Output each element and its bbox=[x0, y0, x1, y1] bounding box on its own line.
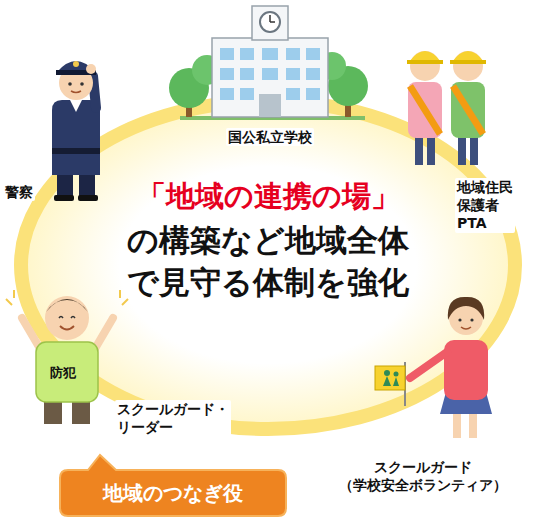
emphasis-text: 「地域の連携の場」 bbox=[137, 177, 400, 216]
police-illustration bbox=[52, 61, 100, 201]
school-guard-leader-illustration bbox=[6, 290, 128, 424]
school-illustration bbox=[169, 6, 368, 120]
callout-box: 地域のつなぎ役 bbox=[60, 470, 286, 516]
school-label: 国公私立学校 bbox=[226, 128, 314, 146]
residents-label: 地域住民 保護者 PTA bbox=[455, 178, 515, 233]
callout-outline bbox=[60, 455, 286, 516]
body-text: の構築など地域全体 で見守る体制を強化 bbox=[127, 220, 409, 304]
police-label: 警察 bbox=[3, 183, 35, 201]
school-guard-illustration bbox=[375, 297, 492, 438]
vest-label: 防犯 bbox=[50, 365, 76, 382]
callout-text: 地域のつなぎ役 bbox=[103, 480, 243, 507]
guard-label: スクールガード （学校安全ボランティア） bbox=[337, 458, 509, 494]
ring-outline bbox=[21, 101, 515, 429]
leader-label: スクールガード・ リーダー bbox=[115, 400, 231, 436]
pta-illustration bbox=[407, 51, 486, 165]
